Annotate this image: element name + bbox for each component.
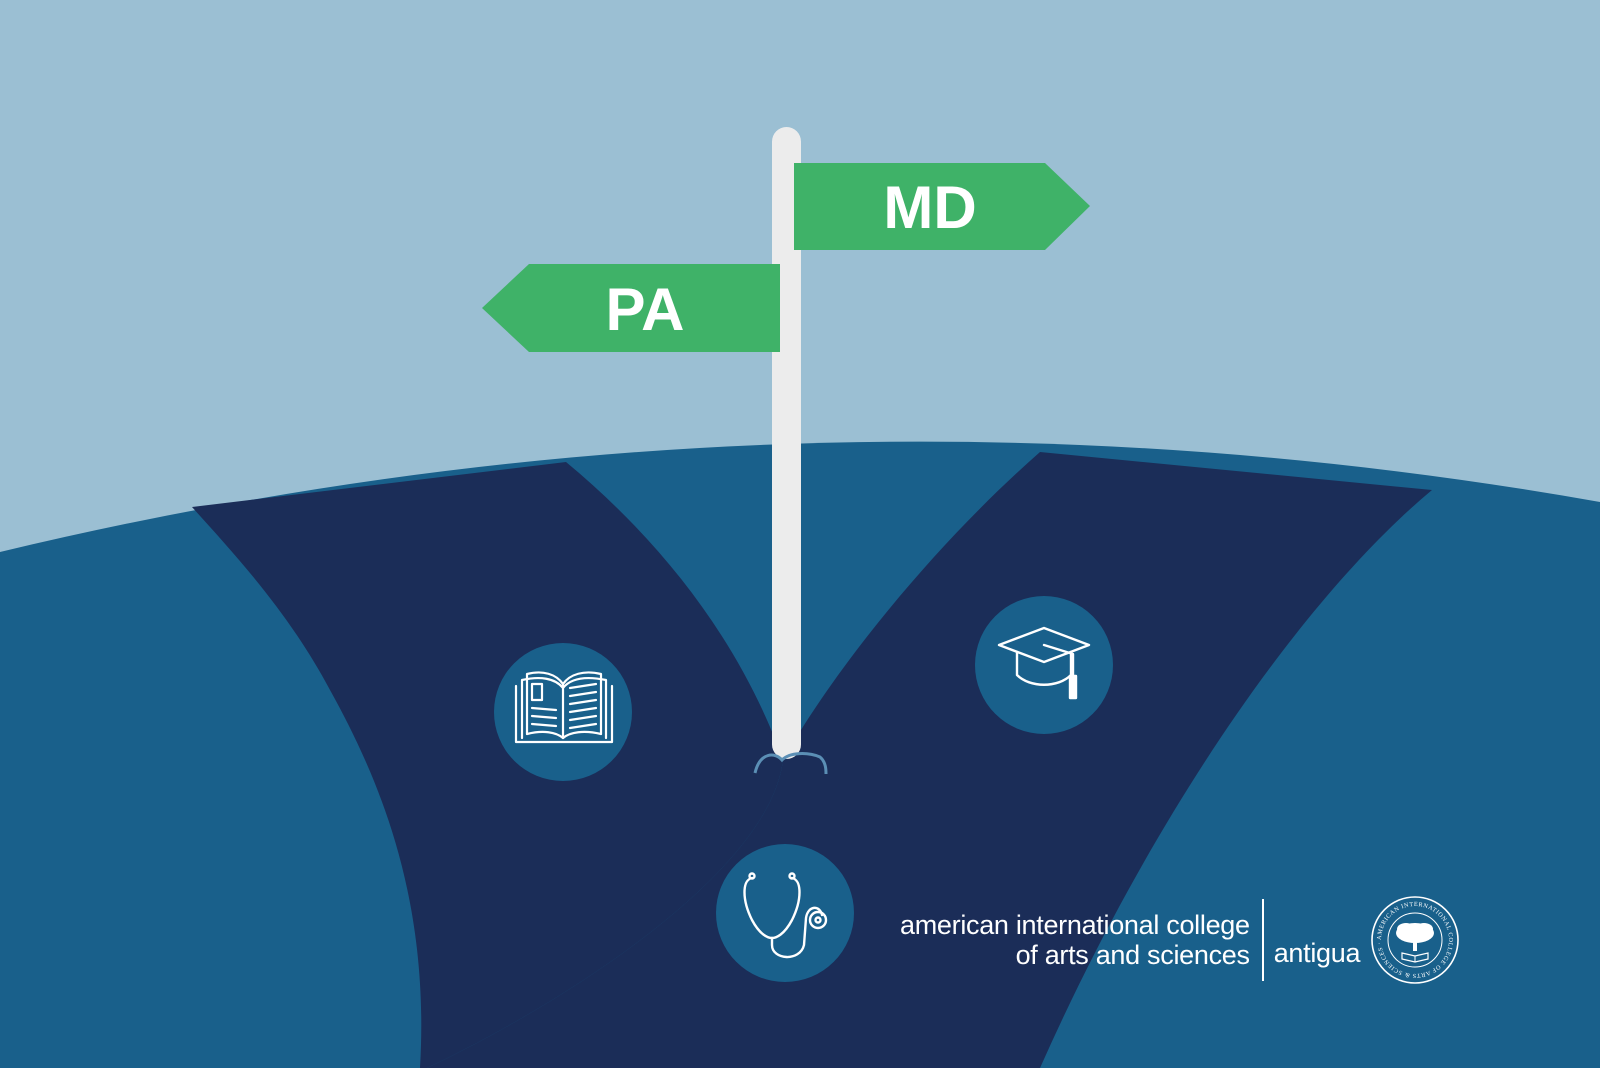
pa-sign-label: PA: [606, 276, 685, 343]
pa-sign: [482, 264, 780, 352]
open-book-icon: [494, 643, 632, 781]
graduation-cap-icon: [975, 596, 1113, 734]
md-sign-label: MD: [883, 174, 976, 241]
college-name-line2: of arts and sciences: [1015, 940, 1250, 970]
logo-divider: [1261, 899, 1264, 981]
right-road: [427, 452, 1432, 1068]
md-sign: [794, 163, 1090, 250]
college-logo: american international college of arts a…: [900, 895, 1460, 985]
college-name: american international college of arts a…: [900, 910, 1250, 970]
college-location: antigua: [1273, 938, 1361, 968]
signpost-base: [753, 752, 828, 775]
stethoscope-icon: [716, 844, 854, 982]
college-name-line1: american international college: [900, 910, 1250, 940]
left-road: [192, 462, 783, 1068]
college-seal-icon: AMERICAN INTERNATIONAL COLLEGE OF ARTS &…: [1370, 895, 1460, 985]
